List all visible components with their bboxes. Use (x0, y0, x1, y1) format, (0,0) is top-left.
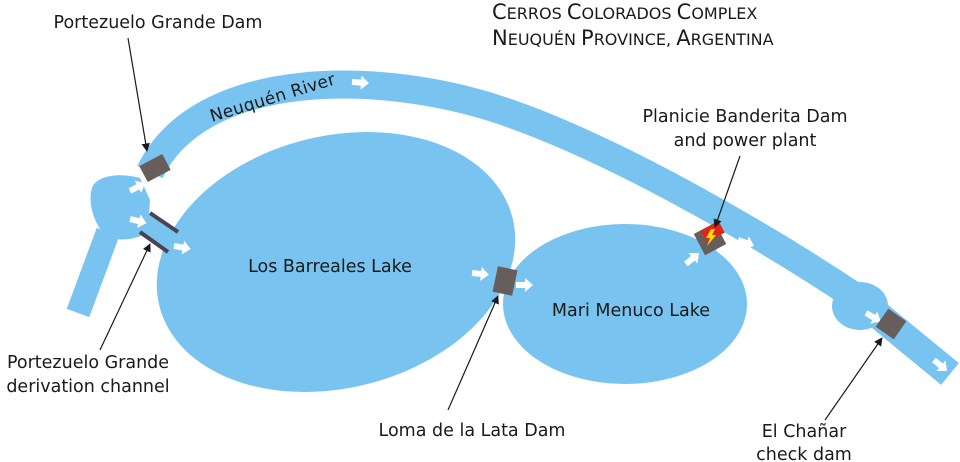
neuquen-river (137, 70, 959, 385)
flow-arrow-icon (864, 310, 881, 324)
water-bodies (66, 70, 959, 392)
flow-arrows (128, 75, 948, 372)
los-barreales-label: Los Barreales Lake (248, 257, 412, 277)
el-chanar-check-dam (875, 308, 907, 340)
loma-dam-label: Loma de la Lata Dam (379, 421, 566, 441)
derivation-label-line-2: derivation channel (6, 377, 169, 397)
flow-arrow-icon (684, 252, 700, 267)
planicie-label-line-1: Planicie Banderita Dam (642, 107, 847, 127)
leader-chanar (824, 337, 883, 421)
leader-portezuelo (127, 37, 150, 152)
chanar-label-line-1: El Chañar (762, 422, 847, 442)
flow-arrow-icon (128, 180, 146, 194)
leader-planicie (713, 155, 741, 228)
flow-arrow-icon (351, 75, 369, 90)
flow-arrow-icon (736, 236, 754, 250)
derivation-label-line-1: Portezuelo Grande (7, 353, 169, 373)
loma-de-la-lata-dam (492, 266, 518, 296)
flow-arrow-icon (932, 357, 948, 372)
flow-arrow-icon (129, 214, 147, 228)
lightning-icon (706, 229, 716, 246)
portezuelo-grande-dam (139, 153, 171, 183)
leader-loma (447, 295, 499, 411)
title-line-1: CERROS COLORADOS COMPLEX (492, 0, 757, 24)
derivation-gate-upper (148, 211, 180, 234)
leader-lines (99, 37, 883, 421)
planicie-label-line-2: and power plant (674, 131, 817, 151)
diagram-title: CERROS COLORADOS COMPLEX NEUQUÉN PROVINC… (492, 0, 774, 50)
title-line-2: NEUQUÉN PROVINCE, ARGENTINA (492, 26, 774, 50)
flow-arrow-icon (173, 240, 191, 255)
portezuelo-dam-label: Portezuelo Grande Dam (54, 13, 263, 33)
flow-arrow-icon (471, 266, 489, 281)
mari-menuco-label: Mari Menuco Lake (552, 301, 710, 321)
derivation-gate-lower (138, 230, 170, 254)
flow-arrow-icon (516, 278, 533, 292)
chanar-label-line-2: check dam (756, 445, 852, 462)
los-barreales-lake (156, 132, 516, 392)
river-lower-stub (66, 227, 120, 318)
leader-derivation (99, 243, 151, 351)
